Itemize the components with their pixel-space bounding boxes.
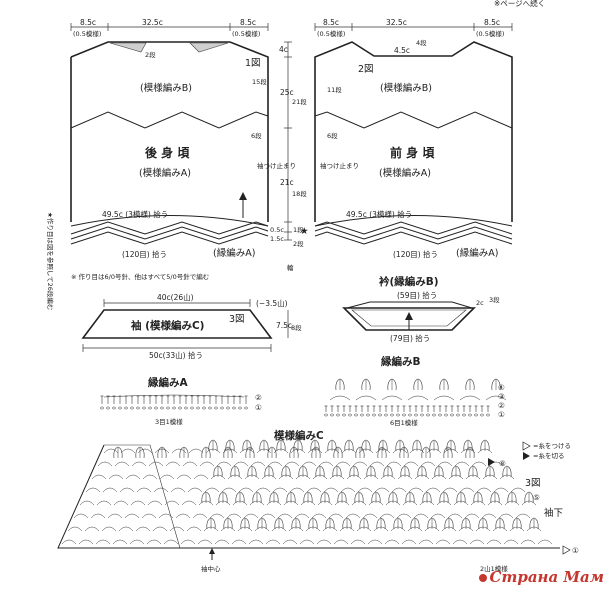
back-title: 後 身 頃 <box>145 145 190 160</box>
chart-c-row8: ⑧ <box>499 459 506 468</box>
watermark-logo: Страна Мам <box>478 568 604 586</box>
dim-25c: 25c <box>280 88 294 97</box>
chart-a-stitches <box>100 394 248 410</box>
chart-a-row1: ① <box>255 403 262 412</box>
watermark-text: Страна Мам <box>489 568 604 586</box>
chart-a-repeat: 3目1模様 <box>155 417 183 426</box>
front-pickup: 49.5c (3模様) 拾う <box>346 209 412 219</box>
collar-rows: 2c <box>476 299 484 307</box>
sleeve-bottom-width: 50c(33山) 拾う <box>149 350 203 360</box>
front-body-diagram: 8.5c (0.5模様) 32.5c 8.5c (0.5模様) 4.5c 4段 … <box>314 18 513 259</box>
back-width-top-dim: 32.5c <box>142 18 163 27</box>
chart-c-figure-label: 3図 <box>525 478 541 489</box>
back-main-pattern: (模様編みA) <box>139 167 191 179</box>
chart-c-repeat: 2山1模様 <box>480 564 508 573</box>
collar-rows-sub: 3段 <box>489 295 500 304</box>
chart-c-row5: ⑤ <box>533 493 540 502</box>
front-edge: (縁編みA) <box>456 247 498 259</box>
rib-label: 輪 <box>287 263 294 272</box>
back-top-pattern: (模様編みB) <box>140 82 192 94</box>
collar-outer: (79目) 拾う <box>390 333 430 343</box>
dim-1row: 1段 <box>293 225 304 234</box>
front-main-pattern: (模様編みA) <box>379 167 431 179</box>
sleeve-figure-label: 3図 <box>229 314 245 325</box>
chart-c-stitches <box>61 439 553 545</box>
logo-dot-icon <box>478 574 487 582</box>
front-neck-depth: 4.5c <box>394 46 410 55</box>
front-rows-11: 11段 <box>327 85 342 94</box>
legend-attach: =糸をつける <box>533 441 571 450</box>
front-width-top-dim: 32.5c <box>386 18 407 27</box>
front-neck-rows: 4段 <box>416 38 427 47</box>
front-title: 前 身 頃 <box>390 145 435 160</box>
front-figure-label: 2図 <box>358 64 374 75</box>
front-rows-6: 6段 <box>327 131 338 140</box>
back-pickup: 49.5c (3模様) 拾う <box>102 209 168 219</box>
continued-note: ※ページへ続く <box>494 0 545 8</box>
collar-diagram: 衿(縁編みB) (59目) 拾う (79目) 拾う 2c 3段 <box>342 275 500 343</box>
back-figure-label: 1図 <box>245 58 261 69</box>
back-side-right-sub: (0.5模様) <box>232 29 260 38</box>
front-stop-mark: 袖つけ止まり <box>320 161 359 170</box>
back-edge: (縁編みA) <box>213 247 255 259</box>
chart-b-row4: ④ <box>498 383 505 392</box>
front-side-right-dim: 8.5c <box>484 18 500 27</box>
chart-a-row2: ② <box>255 393 262 402</box>
chart-c-row1: ① <box>572 546 579 555</box>
sleeve-height: 7.5c <box>276 321 292 330</box>
chart-c-center: 袖中心 <box>201 564 221 573</box>
collar-title: 衿(縁編みB) <box>379 275 439 288</box>
chart-a: 縁編みA ② ① 3目1模様 <box>100 376 262 426</box>
front-side-right-sub: (0.5模様) <box>476 29 504 38</box>
dim-18rows: 18段 <box>292 189 307 198</box>
back-stop-mark: 袖つけ止まり <box>257 161 296 170</box>
dim-0-5c: 0.5c <box>270 226 284 234</box>
sleeve-right-shift: (−3.5山) <box>256 298 288 308</box>
chart-c-title: 模様編みC <box>274 429 324 442</box>
legend-cut: =糸を切る <box>533 451 564 460</box>
back-side-right-dim: 8.5c <box>240 18 256 27</box>
sleeve-label: 袖 (模様編みC) <box>131 319 204 332</box>
chart-c-sleeve-bottom: 袖下 <box>544 507 563 519</box>
sleeve-diagram: 40c(26山) (−3.5山) 袖 (模様編みC) 3図 7.5c 8段 50… <box>81 292 302 360</box>
dim-2rows: 2段 <box>293 239 304 248</box>
back-rows-6: 6段 <box>251 131 262 140</box>
chart-b-row1: ① <box>498 410 505 419</box>
star-mark: ★ <box>300 226 309 237</box>
back-body-diagram: 8.5c (0.5模様) 32.5c 8.5c (0.5模様) 2段 1図 (模… <box>70 18 296 259</box>
chart-b-stitches <box>324 378 507 417</box>
back-side-left-dim: 8.5c <box>80 18 96 27</box>
needle-note: ※ 作り目は6/0号針、他はすべて5/0号針で編む <box>71 272 209 281</box>
star-note: ★作り目は図を参照して26段編む <box>46 212 55 310</box>
dim-21rows: 21段 <box>292 97 307 106</box>
chart-b: 縁編みB ④ ③ ② ① 6目1模様 <box>324 355 507 427</box>
collar-inner: (59目) 拾う <box>397 290 437 300</box>
dim-4c: 4c <box>279 45 288 54</box>
back-rows-15: 15段 <box>252 77 267 86</box>
chart-a-title: 縁編みA <box>148 376 188 389</box>
chart-b-title: 縁編みB <box>381 355 421 368</box>
sleeve-height-rows: 8段 <box>291 323 302 332</box>
chart-b-repeat: 6目1模様 <box>390 418 418 427</box>
dim-1-5c: 1.5c <box>270 235 284 243</box>
center-dimensions: 4c 25c 21段 21c 18段 0.5c 1段 1.5c 2段 輪 ★ <box>270 41 309 272</box>
front-side-left-sub: (0.5模様) <box>317 29 345 38</box>
dim-21c: 21c <box>280 178 294 187</box>
front-side-left-dim: 8.5c <box>323 18 339 27</box>
front-top-pattern: (模様編みB) <box>380 82 432 94</box>
chart-c: 模様編みC =糸をつける =糸を切る ⑧ 3図 ⑤ 袖下 ① 袖中心 2山1模様 <box>57 429 579 573</box>
chart-b-row3: ③ <box>498 392 505 401</box>
front-pickup-stitches: (120目) 拾う <box>393 249 438 259</box>
chart-b-row2: ② <box>498 401 505 410</box>
back-pickup-stitches: (120目) 拾う <box>122 249 167 259</box>
back-side-left-sub: (0.5模様) <box>73 29 101 38</box>
sleeve-top-width: 40c(26山) <box>157 292 194 302</box>
back-neck-rows: 2段 <box>145 50 156 59</box>
